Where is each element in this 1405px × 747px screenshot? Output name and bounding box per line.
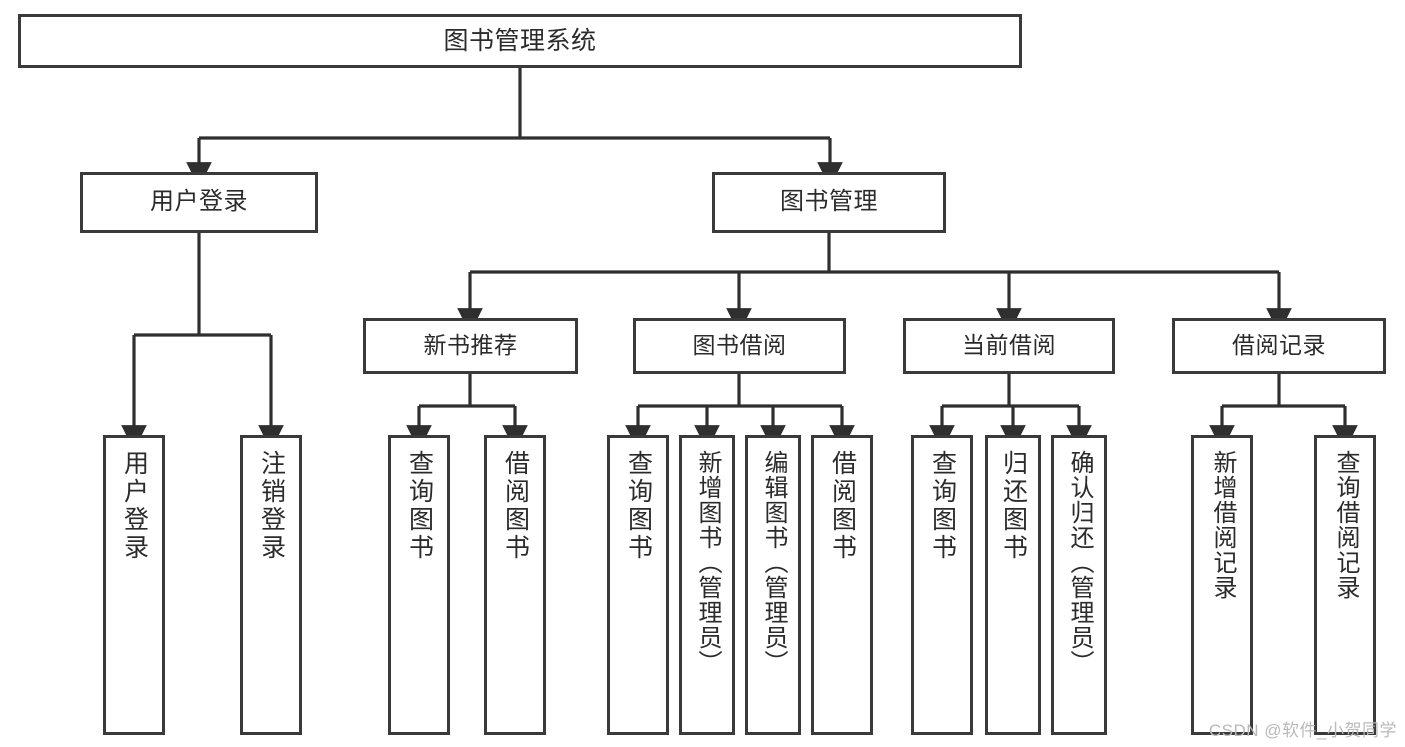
node-leaf-add-book[interactable]: 新增图书（管理员） xyxy=(679,435,735,735)
node-leaf-logout-label: 注销登录 xyxy=(257,450,286,562)
node-leaf-query-book-recommend[interactable]: 查询图书 xyxy=(388,435,450,735)
node-current-borrow-label: 当前借阅 xyxy=(962,332,1056,359)
node-leaf-query-book-borrow-label: 查询图书 xyxy=(624,450,653,562)
node-leaf-query-book-current[interactable]: 查询图书 xyxy=(911,435,973,735)
node-root[interactable]: 图书管理系统 xyxy=(18,14,1022,68)
node-leaf-borrow-book-label: 借阅图书 xyxy=(828,450,857,562)
node-leaf-borrow-book-recommend-label: 借阅图书 xyxy=(501,450,530,562)
node-new-book-recommend-label: 新书推荐 xyxy=(423,332,518,359)
node-leaf-edit-book[interactable]: 编辑图书（管理员） xyxy=(745,435,801,735)
node-leaf-user-login[interactable]: 用户登录 xyxy=(103,435,165,735)
node-book-management[interactable]: 图书管理 xyxy=(712,172,946,233)
node-leaf-user-login-label: 用户登录 xyxy=(120,450,149,562)
node-leaf-return-book[interactable]: 归还图书 xyxy=(985,435,1041,735)
node-leaf-query-borrow-record-label: 查询借阅记录 xyxy=(1331,450,1359,600)
node-user-login[interactable]: 用户登录 xyxy=(80,172,318,233)
node-leaf-query-book-current-label: 查询图书 xyxy=(928,450,957,562)
node-leaf-add-book-label: 新增图书（管理员） xyxy=(693,450,721,675)
node-leaf-query-book-recommend-label: 查询图书 xyxy=(405,450,434,562)
node-book-borrow-label: 图书借阅 xyxy=(692,332,787,359)
node-leaf-confirm-return[interactable]: 确认归还（管理员） xyxy=(1051,435,1107,735)
node-leaf-borrow-book[interactable]: 借阅图书 xyxy=(811,435,873,735)
node-book-management-label: 图书管理 xyxy=(780,188,878,216)
node-book-borrow[interactable]: 图书借阅 xyxy=(633,318,846,374)
node-leaf-add-borrow-record-label: 新增借阅记录 xyxy=(1208,450,1236,600)
node-borrow-record[interactable]: 借阅记录 xyxy=(1172,318,1386,374)
node-leaf-query-borrow-record[interactable]: 查询借阅记录 xyxy=(1314,435,1376,735)
node-root-label: 图书管理系统 xyxy=(443,27,597,55)
node-current-borrow[interactable]: 当前借阅 xyxy=(903,318,1115,374)
node-user-login-label: 用户登录 xyxy=(150,188,248,216)
node-leaf-logout[interactable]: 注销登录 xyxy=(240,435,302,735)
node-leaf-edit-book-label: 编辑图书（管理员） xyxy=(759,450,787,675)
node-leaf-return-book-label: 归还图书 xyxy=(999,450,1028,562)
node-borrow-record-label: 借阅记录 xyxy=(1232,332,1326,359)
node-new-book-recommend[interactable]: 新书推荐 xyxy=(363,318,578,374)
node-leaf-query-book-borrow[interactable]: 查询图书 xyxy=(607,435,669,735)
csdn-watermark: CSDN @软件_小贺同学 xyxy=(1208,721,1397,740)
node-leaf-borrow-book-recommend[interactable]: 借阅图书 xyxy=(484,435,546,735)
node-leaf-add-borrow-record[interactable]: 新增借阅记录 xyxy=(1191,435,1253,735)
node-leaf-confirm-return-label: 确认归还（管理员） xyxy=(1065,450,1093,675)
